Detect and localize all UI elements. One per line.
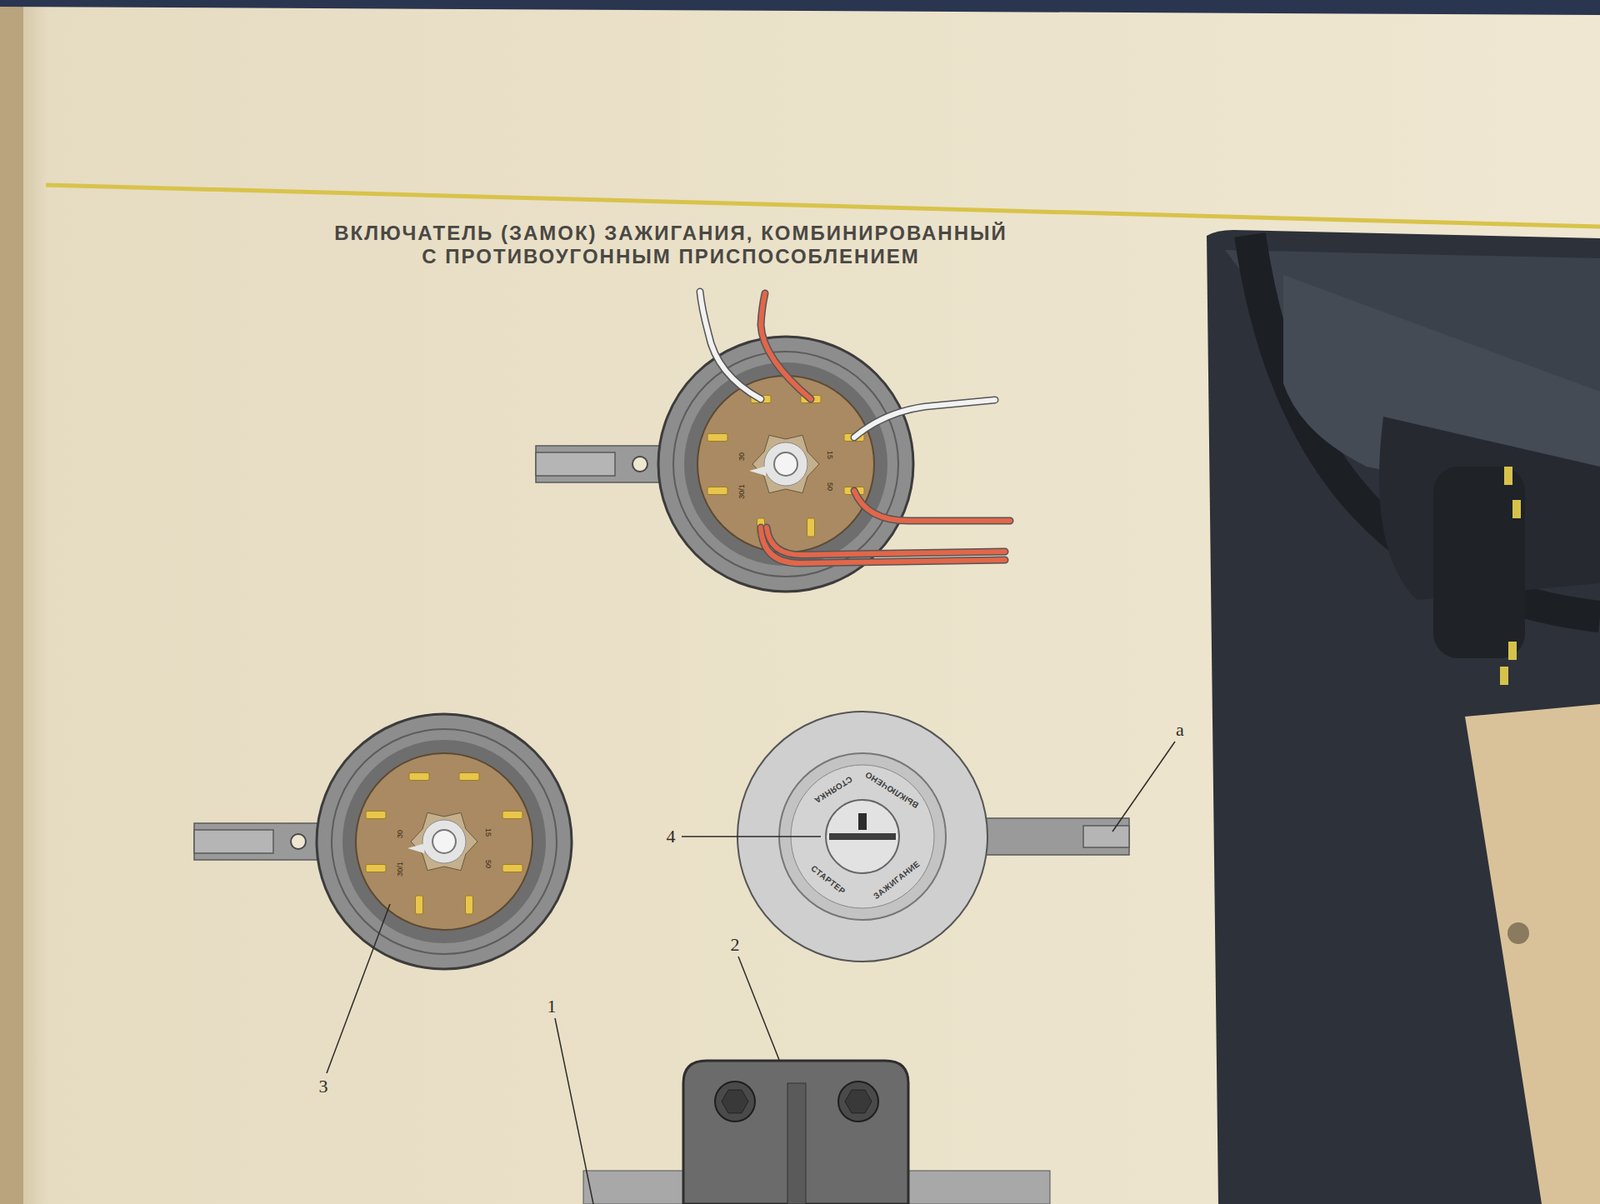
photo-edge bbox=[0, 0, 1600, 15]
rule-line bbox=[45, 185, 1600, 227]
wires bbox=[700, 291, 1010, 564]
lock-position: ВЫКЛЮЧЕНО bbox=[863, 770, 920, 810]
terminal-number: 30/1 bbox=[396, 861, 405, 877]
callout-number: 2 bbox=[730, 935, 740, 955]
car-photo bbox=[1206, 230, 1600, 1204]
terminal-number: 50 bbox=[483, 860, 492, 869]
terminal-number: 30 bbox=[738, 452, 747, 461]
page-fold bbox=[0, 0, 24, 1204]
callout-number: 4 bbox=[666, 826, 676, 847]
terminal-number: 15 bbox=[825, 450, 834, 460]
terminal-number: 50 bbox=[825, 482, 834, 491]
callout-number: 3 bbox=[319, 1076, 329, 1097]
terminal-number: 15 bbox=[483, 828, 492, 837]
terminal-number: 30 bbox=[396, 830, 405, 839]
lock-position: СТОЯНКА bbox=[812, 775, 855, 806]
switch-rear bbox=[194, 714, 572, 970]
leader-lines bbox=[326, 741, 1175, 1204]
terminal-number: 30/1 bbox=[738, 484, 747, 500]
callout-letter: а bbox=[1175, 720, 1185, 740]
callout-number: 1 bbox=[547, 996, 557, 1017]
lock-position: ЗАЖИГАНИЕ bbox=[871, 859, 922, 901]
lock-position: СТАРТЕР bbox=[810, 864, 849, 897]
title: ВКЛЮЧАТЕЛЬ (ЗАМОК) ЗАЖИГАНИЯ, КОМБИНИРОВ… bbox=[330, 221, 1011, 268]
mount-bracket bbox=[583, 1060, 1050, 1204]
